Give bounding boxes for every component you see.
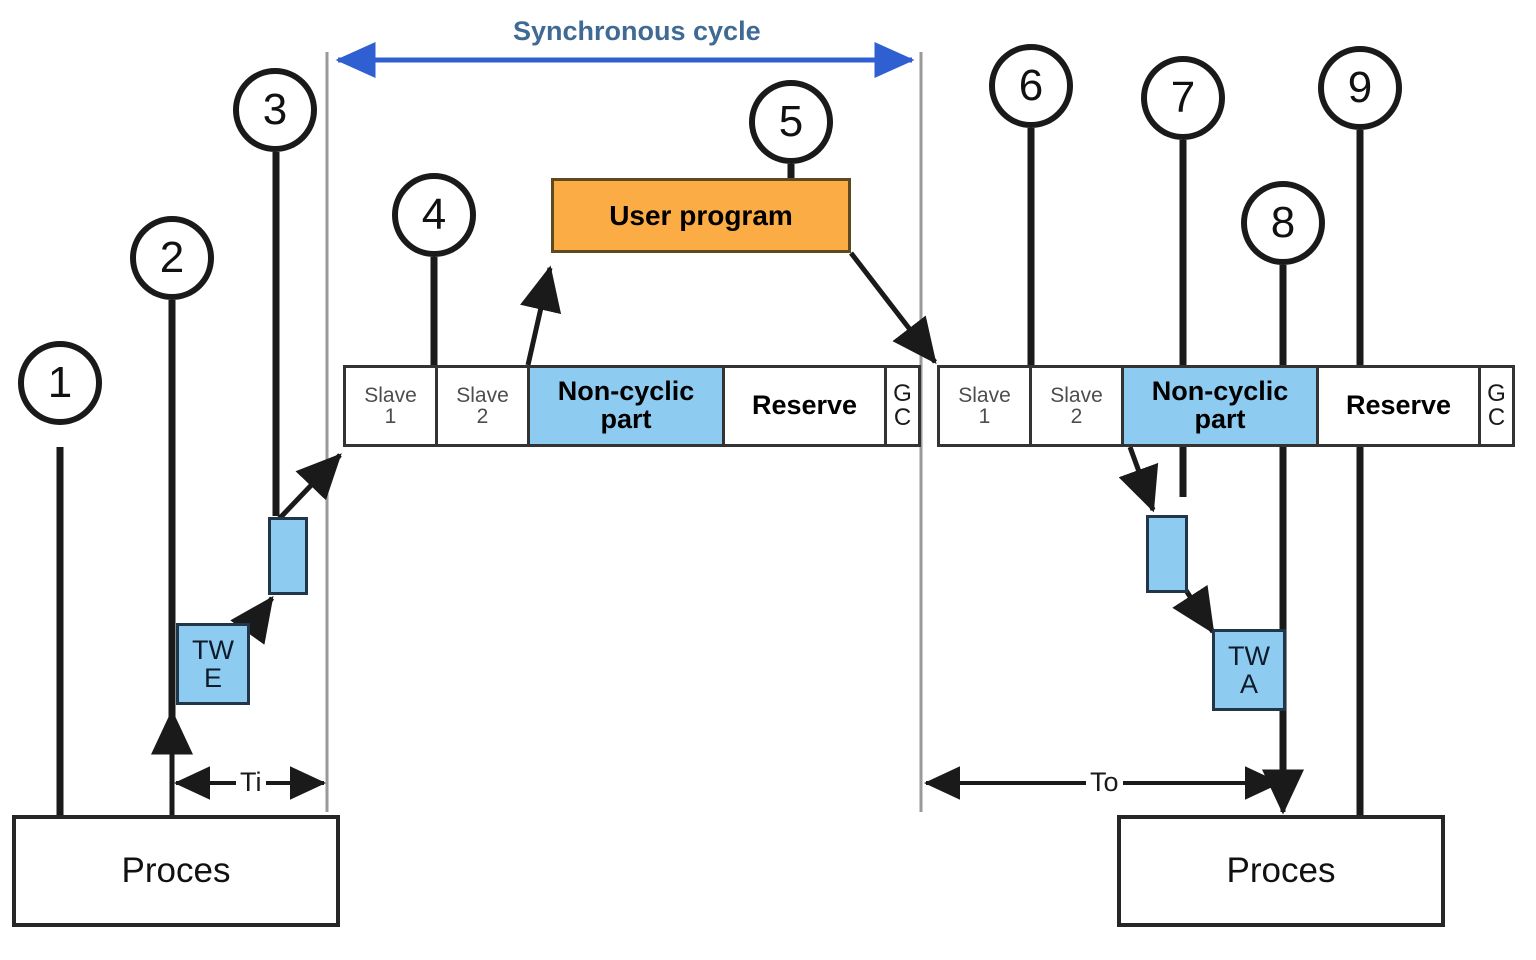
callout-4-label: 4 bbox=[421, 190, 447, 239]
ti-dimension-label: Ti bbox=[236, 767, 266, 798]
bar1-cell-non-cyclic-part[interactable]: Non-cyclic part bbox=[530, 368, 725, 444]
callout-9-label: 9 bbox=[1347, 63, 1373, 112]
bar2-cell-non-cyclic-part[interactable]: Non-cyclic part bbox=[1124, 368, 1319, 444]
callout-2-label: 2 bbox=[159, 233, 185, 282]
callout-4[interactable]: 4 bbox=[392, 173, 476, 257]
bar2-cell-gc[interactable]: G C bbox=[1481, 368, 1512, 444]
bar2-gc-line2: C bbox=[1487, 404, 1506, 431]
bar1-noncyclic-line1: Non-cyclic bbox=[557, 376, 695, 407]
userprogram-to-bar2-arrow bbox=[849, 251, 937, 364]
bar1-cell-slave-2[interactable]: Slave 2 bbox=[438, 368, 530, 444]
bar1-slave2-line1: Slave bbox=[456, 383, 509, 407]
bar1-reserve-label: Reserve bbox=[751, 390, 858, 421]
bar1-cell-gc[interactable]: G C bbox=[887, 368, 918, 444]
bar2-noncyclic-line1: Non-cyclic bbox=[1151, 376, 1289, 407]
bar2-cell-reserve[interactable]: Reserve bbox=[1319, 368, 1481, 444]
process-box-left-label: Proces bbox=[121, 851, 231, 890]
bar2-reserve-label: Reserve bbox=[1345, 390, 1452, 421]
callout-8-label: 8 bbox=[1270, 198, 1296, 247]
bar2-cell-slave-1[interactable]: Slave 1 bbox=[940, 368, 1032, 444]
cycle-boundary-lines bbox=[325, 52, 923, 812]
bar1-slave2-line2: 2 bbox=[476, 405, 489, 428]
callout-9[interactable]: 9 bbox=[1318, 46, 1402, 130]
bar1-noncyclic-line2: part bbox=[600, 404, 652, 434]
relay-box-right[interactable] bbox=[1146, 515, 1188, 593]
bar2-cell-slave-2[interactable]: Slave 2 bbox=[1032, 368, 1124, 444]
callout-6-label: 6 bbox=[1018, 61, 1044, 110]
bar1-cell-reserve[interactable]: Reserve bbox=[725, 368, 887, 444]
bar2-slave2-line2: 2 bbox=[1070, 405, 1083, 428]
callout-3[interactable]: 3 bbox=[233, 68, 317, 152]
tw-a-line2: A bbox=[1239, 669, 1258, 699]
bar1-gc-line1: G bbox=[893, 379, 912, 407]
bar2-to-relay-arrow bbox=[1118, 446, 1159, 513]
callout-5-label: 5 bbox=[778, 97, 804, 146]
process-box-left[interactable]: Proces bbox=[12, 815, 340, 927]
tw-a-box[interactable]: TW A bbox=[1212, 629, 1286, 711]
bar1-cell-slave-1[interactable]: Slave 1 bbox=[346, 368, 438, 444]
callout-2[interactable]: 2 bbox=[130, 216, 214, 300]
cycle-bar-1: Slave 1 Slave 2 Non-cyclic part Reserve … bbox=[343, 365, 921, 447]
callout-1-label: 1 bbox=[47, 358, 73, 407]
relay-to-bar1-arrow bbox=[276, 453, 342, 522]
synchronous-cycle-label: Synchronous cycle bbox=[513, 16, 761, 46]
callout-3-label: 3 bbox=[262, 85, 288, 134]
callout-5[interactable]: 5 bbox=[749, 80, 833, 164]
tw-a-line1: TW bbox=[1228, 640, 1270, 671]
user-program-box[interactable]: User program bbox=[551, 178, 851, 253]
callout-7-label: 7 bbox=[1170, 73, 1196, 122]
noncyclic-to-userprogram-arrow bbox=[520, 265, 562, 366]
relay-box-left[interactable] bbox=[268, 517, 308, 595]
callout-7[interactable]: 7 bbox=[1141, 56, 1225, 140]
bar2-slave1-line1: Slave bbox=[958, 383, 1011, 407]
bar2-slave1-line2: 1 bbox=[978, 405, 991, 428]
cycle-bar-2: Slave 1 Slave 2 Non-cyclic part Reserve … bbox=[937, 365, 1515, 447]
user-program-label: User program bbox=[609, 199, 793, 231]
process-box-right-label: Proces bbox=[1226, 851, 1336, 890]
process-box-right[interactable]: Proces bbox=[1117, 815, 1445, 927]
bar2-slave2-line1: Slave bbox=[1050, 383, 1103, 407]
bar1-slave1-line2: 1 bbox=[384, 405, 397, 428]
bar2-gc-line1: G bbox=[1487, 379, 1506, 407]
bar2-noncyclic-line2: part bbox=[1194, 404, 1246, 434]
tw-e-box[interactable]: TW E bbox=[176, 623, 250, 705]
to-dimension-label: To bbox=[1086, 767, 1123, 798]
tw-e-line2: E bbox=[203, 663, 222, 693]
tw-e-line1: TW bbox=[192, 634, 234, 665]
bar1-slave1-line1: Slave bbox=[364, 383, 417, 407]
callout-8[interactable]: 8 bbox=[1241, 181, 1325, 265]
bar1-gc-line2: C bbox=[893, 404, 912, 431]
callout-1[interactable]: 1 bbox=[18, 341, 102, 425]
callout-6[interactable]: 6 bbox=[989, 44, 1073, 128]
